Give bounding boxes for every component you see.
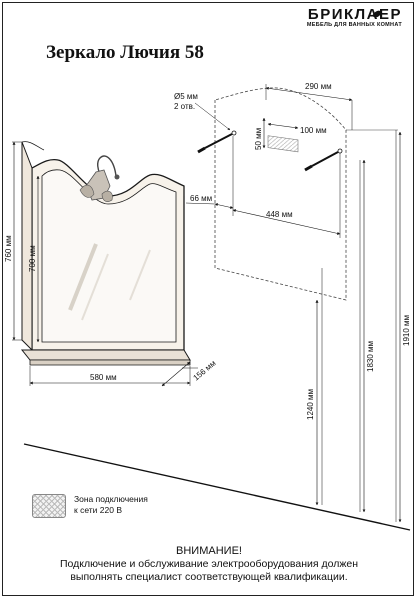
logo-leaf-icon xyxy=(372,10,382,18)
dim-50: 50 мм xyxy=(254,128,263,150)
wall-mount-figure: 290 мм 100 мм 50 мм Ø5 мм 2 отв. 66 мм xyxy=(23,82,411,531)
mirror-figure: 760 мм 700 мм 580 мм 156 мм xyxy=(4,141,218,387)
floor-line xyxy=(23,443,411,531)
hatch-swatch-icon xyxy=(32,494,66,518)
hole-count: 2 отв. xyxy=(174,102,195,111)
dim-580: 580 мм xyxy=(90,373,117,382)
dim-290: 290 мм xyxy=(305,82,332,91)
legend-line-1: Зона подключения xyxy=(74,494,148,504)
dim-1830: 1830 мм xyxy=(366,341,375,372)
page-title: Зеркало Лючия 58 xyxy=(46,42,204,63)
legend-line-2: к сети 220 В xyxy=(74,505,122,515)
mount-outline xyxy=(214,87,347,301)
dim-66: 66 мм xyxy=(190,194,212,203)
screw-right-icon xyxy=(304,148,343,172)
socket-zone xyxy=(267,135,299,153)
dim-100: 100 мм xyxy=(300,126,327,135)
brand-logo: БРИКЛАЕР МЕБЕЛЬ ДЛЯ ВАННЫХ КОМНАТ xyxy=(307,6,402,28)
brand-name: БРИКЛАЕР xyxy=(307,6,402,23)
brand-tagline: МЕБЕЛЬ ДЛЯ ВАННЫХ КОМНАТ xyxy=(306,22,402,28)
screw-left-icon xyxy=(197,130,237,154)
warning-line-2: выполнять специалист соответствующей ква… xyxy=(70,571,348,583)
connection-zone-legend: Зона подключения к сети 220 В xyxy=(30,490,170,530)
dim-1910: 1910 мм xyxy=(402,315,411,346)
lamp-icon xyxy=(79,155,120,202)
dim-760: 760 мм xyxy=(4,235,13,262)
dim-700: 700 мм xyxy=(28,245,37,272)
warning-block: ВНИМАНИЕ! Подключение и обслуживание эле… xyxy=(10,545,408,584)
hole-diameter: Ø5 мм xyxy=(174,92,198,101)
dim-1240: 1240 мм xyxy=(306,389,315,420)
warning-title: ВНИМАНИЕ! xyxy=(176,545,242,557)
warning-line-1: Подключение и обслуживание электрооборуд… xyxy=(59,558,359,570)
mirror-shelf xyxy=(20,349,191,361)
dim-156: 156 мм xyxy=(192,359,218,383)
dim-448: 448 мм xyxy=(266,210,293,219)
drawing-sheet xyxy=(2,2,414,596)
